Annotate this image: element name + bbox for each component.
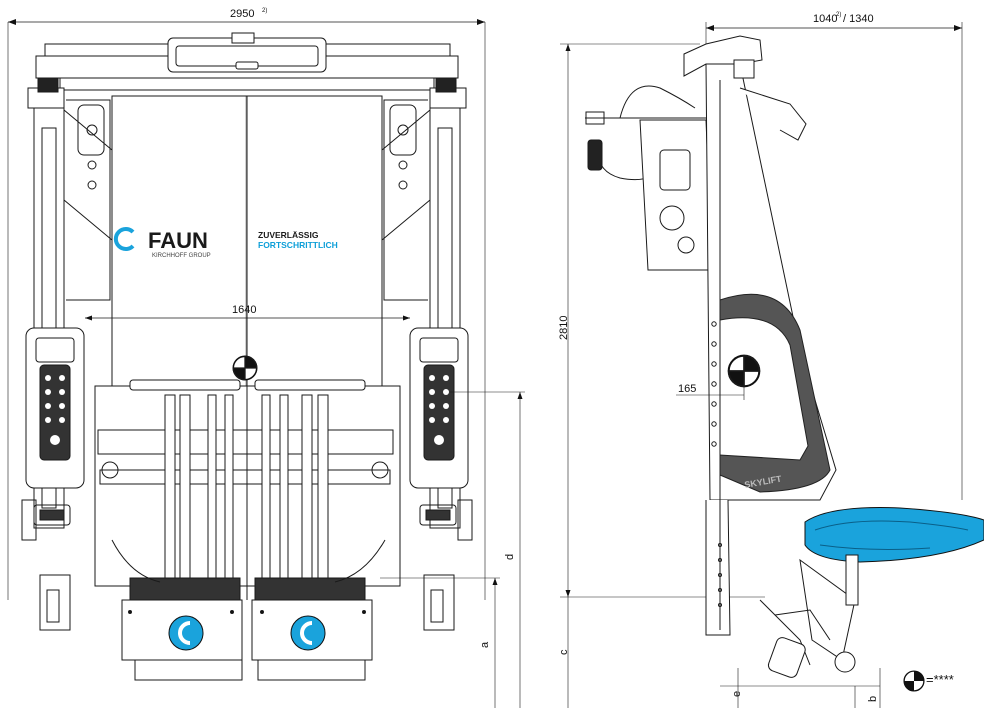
depth-dim-label-b: / 1340 [843,13,874,25]
width-dim-label: 2950 [230,8,254,20]
faun-group-text: KIRCHHOFF GROUP [152,253,211,259]
top-handle [683,35,807,141]
control-panel-right [409,327,469,526]
mounting-plate [639,119,713,271]
offset-dimension [676,372,745,400]
depth-dim-label-a: 1040 [813,13,837,25]
faun-brand-text: FAUN [148,228,208,253]
height-dim-label: 2810 [558,316,570,340]
center-of-gravity-marker [232,355,258,381]
lifting-mechanism [94,379,401,601]
front-panel [111,95,383,387]
side-view: 1040 2) / 1340 2810 c [558,12,984,708]
dim-a-label: a [479,641,491,648]
width-dimension [7,19,486,600]
legend: =**** [903,670,954,692]
dark-arch: SKYLIFT [719,293,831,493]
control-panel-left [25,327,85,526]
front-view: 2950 2) [7,8,525,708]
inner-width-dimension [85,315,410,321]
top-header-beam [35,32,459,91]
width-dim-footnote: 2) [262,8,267,14]
faun-logo: FAUN KIRCHHOFF GROUP ZUVERLÄSSIG FORTSCH… [113,227,338,259]
legend-cog-icon [903,670,925,692]
inner-width-dim-label: 1640 [232,304,256,316]
slogan-line-1: ZUVERLÄSSIG [258,230,319,240]
dim-e-label: e [731,691,743,697]
vertical-dimensions-side [720,668,881,708]
dim-c-label: c [558,649,570,655]
legend-cog-text: =**** [926,672,954,687]
lifting-arm [759,554,859,678]
dim-d-label: d [504,554,516,560]
height-dimension [560,43,765,708]
bin-comb-plates [121,599,373,681]
depth-dim-footnote: 2) [836,12,841,18]
bin-lid [804,507,984,563]
offset-dim-label: 165 [678,383,696,395]
dim-b-label: b [867,696,879,702]
vertical-dimensions-front [380,391,525,708]
slogan-line-2: FORTSCHRITTLICH [258,240,338,250]
